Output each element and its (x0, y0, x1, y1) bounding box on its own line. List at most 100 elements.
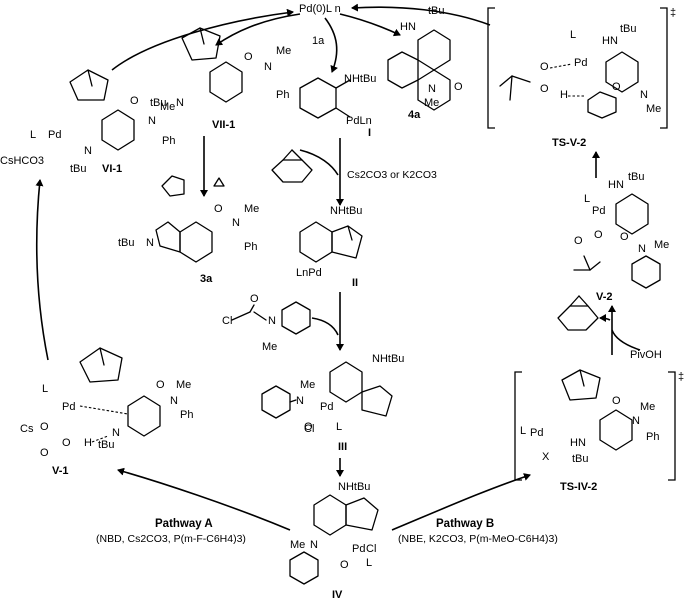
compound-VI-1: L Pd N tBu O Me N Ph CsHCO3 VI-1 (0, 69, 175, 175)
tbu-label: tBu (150, 97, 167, 109)
hn-label: HN (400, 21, 416, 33)
pd-label: Pd (62, 401, 75, 413)
compound-II: NHtBu LnPd II (296, 205, 363, 289)
dagger-symbol: ‡ (678, 371, 684, 383)
n-label: N (84, 145, 92, 157)
o-label: O (156, 379, 165, 391)
compound-VII-1: tBu N O N Me Ph VII-1 (150, 27, 291, 131)
l-label: L (520, 425, 526, 437)
ts-iv-2: ‡ L Pd X HN tBu O Me N Ph TS-IV-2 (514, 369, 684, 493)
compound-IV: NHtBu Pd Cl L Me N O IV (289, 481, 379, 601)
n-label: N (310, 539, 318, 551)
ph-label: Ph (646, 431, 659, 443)
cshco3-label: CsHCO3 (0, 155, 44, 167)
compound-label-TS-IV-2: TS-IV-2 (560, 481, 597, 493)
cl-label: Cl (304, 423, 314, 435)
me-label: Me (424, 97, 439, 109)
arrow-pd0-curl-to-vii1 (215, 13, 301, 46)
pd0-catalyst-label: Pd(0)L n (299, 3, 341, 15)
ts-v-2: ‡ L Pd HN tBu O O H O N Me TS-V-2 (487, 7, 676, 149)
carbamoyl-chloride-reagent: Cl O N Me (222, 293, 311, 353)
pd-label: Pd (352, 543, 365, 555)
me-label: Me (300, 379, 315, 391)
n-label: N (232, 217, 240, 229)
h-label: H (84, 437, 92, 449)
compound-4a: tBu HN N Me O 4a (387, 5, 463, 121)
o-label: O (340, 559, 349, 571)
arrow-pd0-to-I (324, 17, 338, 73)
reagent-base: Cs2CO3 or K2CO3 (347, 169, 437, 181)
compound-I: NHtBu PdLn I (299, 73, 376, 139)
me-label: Me (646, 103, 661, 115)
n-label: N (146, 237, 154, 249)
me-label: Me (290, 539, 305, 551)
cl-label: Cl (366, 543, 376, 555)
n-label: N (640, 89, 648, 101)
nh-tbu-label: NHtBu (330, 205, 362, 217)
l-label: L (42, 383, 48, 395)
pathway-a-title: Pathway A (155, 518, 213, 530)
ph-label: Ph (180, 409, 193, 421)
n-label: N (148, 115, 156, 127)
arrow-V1-to-VI1 (35, 179, 49, 361)
l-label: L (30, 129, 36, 141)
lnpd-label: LnPd (296, 267, 322, 279)
arrow-IV-to-V1 (117, 467, 291, 531)
arrow-ts-v2-to-pd0 (351, 3, 491, 26)
pathway-b-title: Pathway B (436, 518, 494, 530)
n-label: N (296, 395, 304, 407)
h-label: H (560, 89, 568, 101)
pathway-a-conditions: (NBD, Cs2CO3, P(m-F-C6H4)3) (96, 533, 246, 545)
o-label: O (250, 293, 259, 305)
n-label: N (638, 243, 646, 255)
compound-label-IV: IV (332, 589, 343, 601)
arrow-vi1-to-pd0 (111, 8, 294, 71)
n-label: N (428, 83, 436, 95)
pd-label: Pd (530, 427, 543, 439)
ph-label: Ph (162, 135, 175, 147)
pd-label: Pd (48, 129, 61, 141)
nh-tbu-label: NHtBu (338, 481, 370, 493)
o-label: O (40, 421, 49, 433)
l-label: L (570, 29, 576, 41)
tbu-label: tBu (428, 5, 445, 17)
compound-label-VI-1: VI-1 (102, 163, 122, 175)
me-label: Me (654, 239, 669, 251)
me-label: Me (276, 45, 291, 57)
nh-tbu-label: NHtBu (344, 73, 376, 85)
heat-triangle-icon (213, 177, 225, 187)
tbu-label: tBu (628, 171, 645, 183)
l-label: L (584, 193, 590, 205)
me-label: Me (262, 341, 277, 353)
n-label: N (170, 395, 178, 407)
cyclopentadiene-icon (161, 175, 185, 197)
me-label: Me (176, 379, 191, 391)
cs-label: Cs (20, 423, 34, 435)
reagent-pivoh: PivOH (630, 349, 662, 361)
cl-label: Cl (222, 315, 232, 327)
o-label: O (130, 95, 139, 107)
pathway-b-conditions: (NBE, K2CO3, P(m-MeO-C6H4)3) (398, 533, 558, 545)
hn-label: HN (608, 179, 624, 191)
arrow-carbamoyl-into-step (311, 317, 339, 336)
me-label: Me (160, 101, 175, 113)
arrow-nbe-out (599, 314, 611, 323)
n-label: N (176, 97, 184, 109)
compound-III: NHtBu Pd Cl L Me N O III (261, 353, 404, 453)
o-label: O (304, 421, 313, 433)
compound-label-III: III (338, 441, 347, 453)
arrow-pd0-to-4a (339, 13, 401, 37)
pd-label: Pd (592, 205, 605, 217)
o-label: O (454, 81, 463, 93)
reagent-1a: 1a (312, 35, 325, 47)
compound-label-II: II (352, 277, 358, 289)
tbu-label: tBu (118, 237, 135, 249)
o-label: O (244, 51, 253, 63)
tbu-label: tBu (70, 163, 87, 175)
hn-label: HN (570, 437, 586, 449)
n-label: N (268, 315, 276, 327)
n-label: N (112, 427, 120, 439)
tbu-label: tBu (98, 439, 115, 451)
compound-label-TS-V-2: TS-V-2 (552, 137, 586, 149)
pd-label: Pd (574, 57, 587, 69)
